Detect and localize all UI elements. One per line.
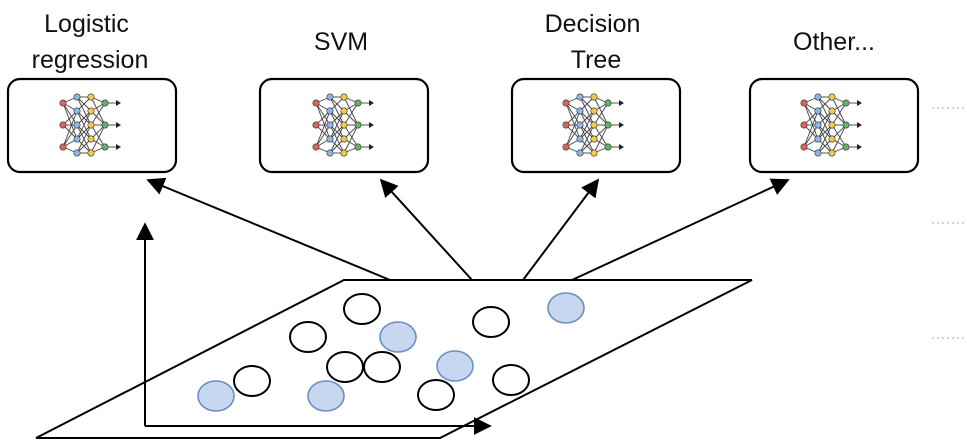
data-point-white <box>363 351 401 383</box>
arrow-to-logistic-regression <box>146 177 391 281</box>
data-point-white <box>326 351 364 383</box>
data-point-white <box>289 321 327 353</box>
data-point-white <box>343 293 381 325</box>
model-label-logistic-regression: Logistic regression <box>32 10 149 74</box>
arrow-to-other <box>571 178 790 281</box>
data-point-blue <box>436 350 474 382</box>
arrow-to-decision-tree <box>522 178 600 281</box>
model-label-decision-tree: Decision Tree <box>545 10 648 74</box>
data-point-white <box>472 306 510 338</box>
dotted-guides <box>932 107 967 339</box>
data-point-white <box>417 379 455 411</box>
data-point-blue <box>307 380 345 412</box>
data-point-white <box>492 364 530 396</box>
model-box-logistic-regression <box>6 77 178 174</box>
data-point-blue <box>547 292 585 324</box>
model-box-other <box>748 77 920 174</box>
model-label-svm: SVM <box>314 28 368 56</box>
model-box-svm <box>258 77 430 174</box>
data-point-blue <box>379 321 417 353</box>
model-box-decision-tree <box>510 77 682 174</box>
model-label-other: Other... <box>793 28 875 56</box>
data-point-blue <box>197 380 235 412</box>
arrow-to-svm <box>379 178 473 281</box>
data-point-white <box>233 365 271 397</box>
